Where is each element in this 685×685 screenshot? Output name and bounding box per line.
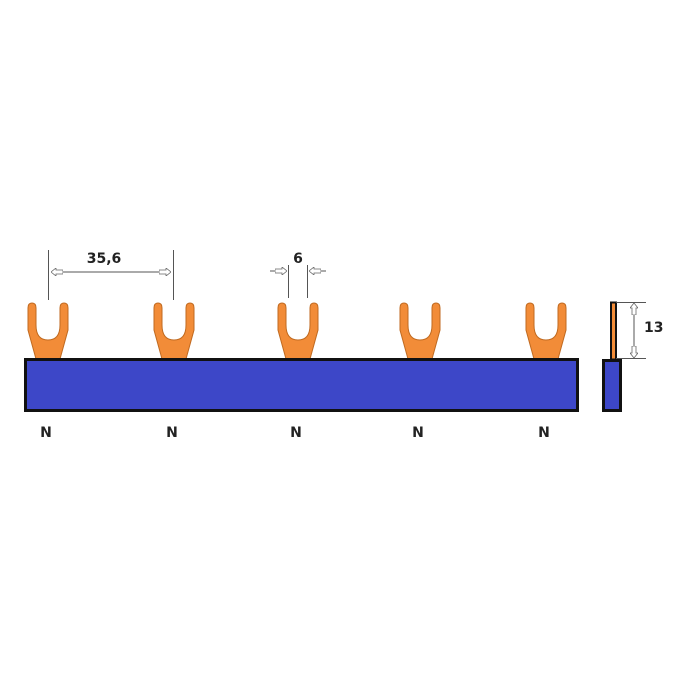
- fork-width-label: 6: [293, 251, 303, 267]
- fork-terminal: [277, 302, 319, 360]
- pitch-dimension: 35,6: [48, 250, 174, 300]
- pitch-label: 35,6: [87, 251, 122, 267]
- pole-label: N: [166, 425, 178, 441]
- pole-label: N: [538, 425, 550, 441]
- fork-width-dimension: 6: [270, 251, 326, 298]
- pole-label: N: [412, 425, 424, 441]
- fork-group: [27, 302, 567, 360]
- busbar-body: [24, 358, 579, 412]
- side-busbar-body: [602, 359, 622, 412]
- side-fork-strip: [610, 301, 617, 361]
- side-view: 13: [602, 301, 663, 412]
- pole-label: N: [40, 425, 52, 441]
- fork-terminal: [153, 302, 195, 360]
- pole-label: N: [290, 425, 302, 441]
- height-label: 13: [644, 320, 663, 336]
- fork-terminal: [525, 302, 567, 360]
- fork-terminal: [399, 302, 441, 360]
- fork-terminal: [27, 302, 69, 360]
